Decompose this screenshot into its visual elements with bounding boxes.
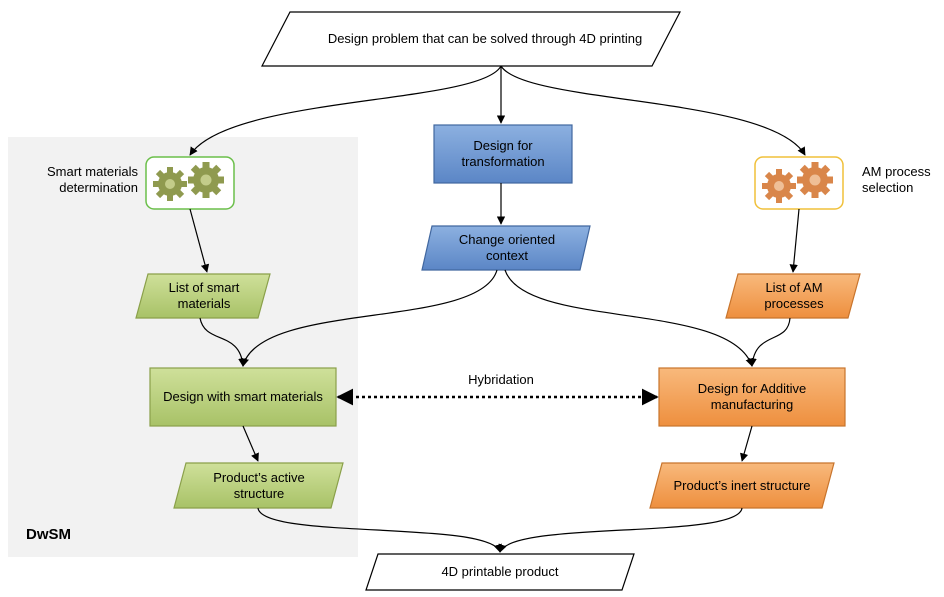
- arrow-active-to-final: [257, 507, 502, 553]
- smart-materials-label: Smart materials determination: [46, 164, 138, 195]
- change-oriented-context-shape: [421, 225, 591, 271]
- top-problem-shape: [261, 11, 681, 67]
- design-smart-materials-shape: [149, 367, 337, 427]
- inert-structure-shape: [649, 462, 835, 509]
- design-for-transformation-shape: [433, 124, 573, 184]
- active-structure-shape: [173, 462, 344, 509]
- arrow-design-additive-to-inert: [740, 425, 753, 462]
- arrow-context-to-design-smart: [240, 269, 498, 367]
- hybridation-label: Hybridation: [468, 372, 534, 387]
- top-problem-text: Design problem that can be solved throug…: [327, 31, 643, 46]
- arrow-top-to-gears-green: [189, 65, 502, 156]
- arrow-list-to-design-additive: [748, 317, 791, 367]
- design-additive-text: Design for Additive manufacturing: [697, 381, 807, 412]
- change-oriented-context-text: Change oriented context: [458, 232, 556, 263]
- design-for-transformation-text: Design for transformation: [461, 138, 545, 169]
- arrow-top-to-gears-orange: [500, 65, 806, 156]
- design-additive-shape: [658, 367, 846, 427]
- gear-icon-orange: [762, 162, 833, 203]
- list-smart-materials-text: List of smart materials: [168, 280, 240, 311]
- gear-icon-green: [153, 162, 224, 201]
- arrow-list-to-design-smart: [199, 317, 247, 367]
- list-am-processes-shape: [725, 273, 861, 319]
- arrow-gears-orange-to-list: [789, 208, 800, 273]
- arrow-context-to-design-additive: [504, 269, 754, 367]
- arrow-gears-green-to-list: [189, 208, 210, 273]
- dwsm-label: DwSM: [26, 526, 71, 543]
- design-smart-materials-text: Design with smart materials: [163, 389, 323, 404]
- final-product-text: 4D printable product: [441, 564, 559, 579]
- inert-structure-text: Product’s inert structure: [673, 477, 811, 493]
- arrow-inert-to-final: [498, 507, 743, 553]
- active-structure-text: Product’s active structure: [213, 469, 305, 501]
- final-product-shape: [365, 553, 635, 591]
- list-am-processes-text: List of AM processes: [764, 280, 824, 311]
- arrow-design-smart-to-active: [242, 425, 259, 462]
- am-process-label: AM process selection: [862, 164, 931, 195]
- list-smart-materials-shape: [135, 273, 271, 319]
